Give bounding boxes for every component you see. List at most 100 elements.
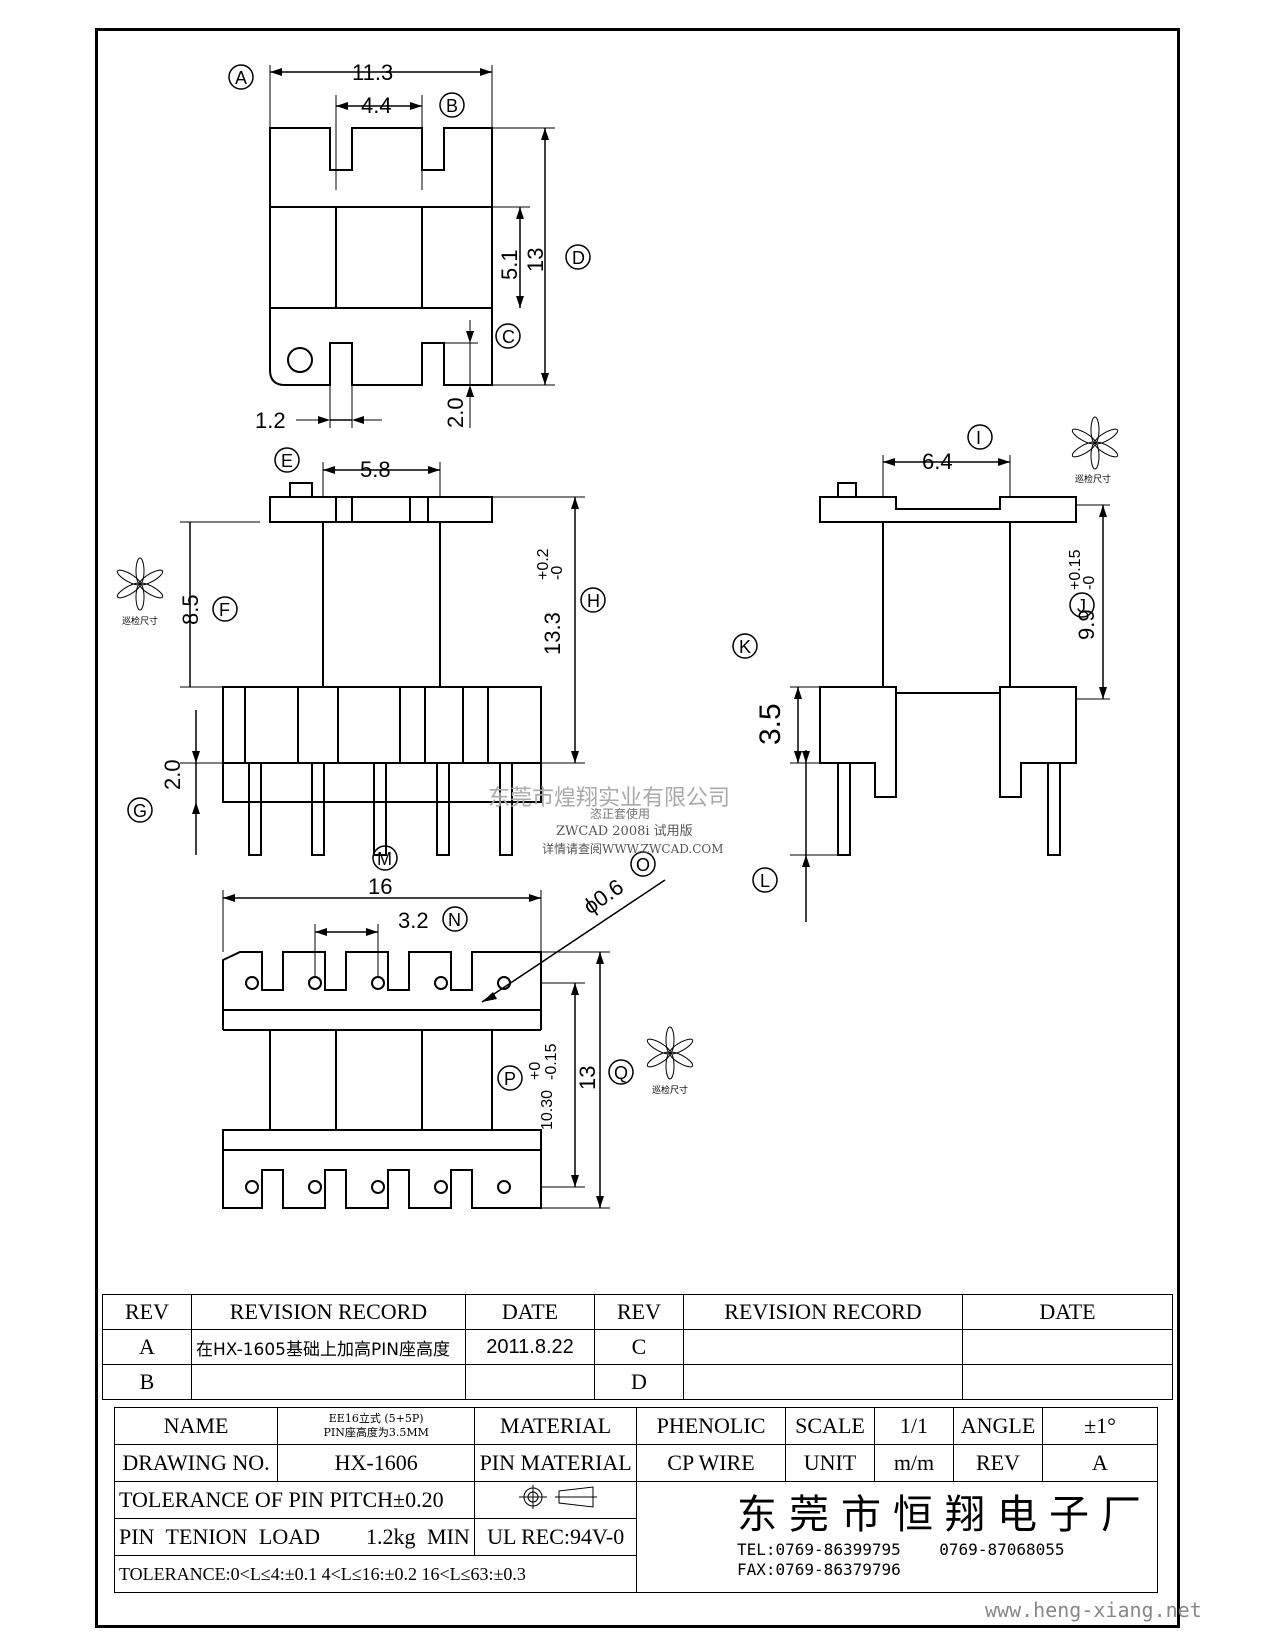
rev-value: A <box>1042 1444 1158 1482</box>
scale-label: SCALE <box>784 1407 875 1445</box>
rev-header: REV <box>102 1294 192 1330</box>
angle-value: ±1° <box>1042 1407 1158 1445</box>
company-cell: 东莞市恒翔电子厂 TEL:0769-86399795 0769-87068055… <box>635 1481 1159 1593</box>
material-value: PHENOLIC <box>635 1407 786 1445</box>
dim-j: 9.9 <box>1074 609 1099 640</box>
symbol-cell <box>474 1481 637 1519</box>
dim-a: 11.3 <box>352 60 393 85</box>
record-header: REVISION RECORD <box>191 1294 466 1330</box>
revision-table: REV REVISION RECORD DATE REV REVISION RE… <box>102 1294 1173 1400</box>
zwcad-watermark-1: 恣正套使用 <box>590 807 651 821</box>
callout-b: B <box>446 96 458 116</box>
name-value-line-2: PIN座高度为3.5MM <box>323 1426 429 1439</box>
date-header: DATE <box>465 1294 595 1330</box>
dimension-arrows <box>192 68 1107 1208</box>
name-label: NAME <box>113 1407 279 1445</box>
rev-cell-2: D <box>594 1364 684 1400</box>
callout-c: C <box>502 327 515 347</box>
website-watermark: www.heng-xiang.net <box>985 1598 1202 1622</box>
top-view <box>269 65 555 428</box>
record-cell <box>191 1364 466 1400</box>
tolerance-table: TOLERANCE:0<L≤4:±0.1 4<L≤16:±0.2 16<L≤63… <box>114 1555 637 1593</box>
side-view <box>790 455 1110 922</box>
dim-e: 5.8 <box>360 457 391 482</box>
callout-f: F <box>219 600 230 620</box>
company-name: 东莞市恒翔电子厂 <box>736 1492 1153 1538</box>
record-cell: 在HX-1605基础上加高PIN座高度 <box>191 1329 466 1365</box>
bottom-view <box>222 879 666 1209</box>
dim-b: 4.4 <box>361 93 392 118</box>
dim-d: 13 <box>523 248 548 272</box>
dim-o: ϕ0.6 <box>579 874 628 919</box>
callout-j: J <box>1077 596 1086 616</box>
table-row: B D <box>102 1364 1173 1400</box>
name-value: EE16立式 (5+5P) PIN座高度为3.5MM <box>277 1407 476 1445</box>
unit-label: UNIT <box>784 1444 875 1482</box>
callout-h: H <box>587 591 600 611</box>
callout-d: D <box>572 248 585 268</box>
callout-g: G <box>133 801 147 821</box>
stamp-label-2: 巡检尺寸 <box>122 615 158 627</box>
rev-label: REV <box>952 1444 1044 1482</box>
dim-j-tol-plus: +0.15 <box>1067 549 1084 590</box>
callout-o: O <box>636 855 650 875</box>
stamp-label-1: 巡检尺寸 <box>1075 473 1111 485</box>
callout-m: M <box>377 849 392 869</box>
dim-window: 5.1 <box>497 249 522 280</box>
callout-circles <box>127 64 1095 1091</box>
dim-q: 13 <box>575 1066 600 1090</box>
dim-h-tol-plus: +0.2 <box>535 548 552 580</box>
front-view <box>180 462 585 856</box>
stamp-label-3: 巡检尺寸 <box>652 1084 688 1096</box>
callout-n: N <box>448 910 461 930</box>
angle-label: ANGLE <box>952 1407 1044 1445</box>
dim-h-tol-minus: -0 <box>549 566 566 580</box>
pin-load: PIN TENION LOAD 1.2kg MIN <box>113 1518 476 1556</box>
dim-p-tol-minus: -0.15 <box>543 1043 560 1080</box>
table-row: A 在HX-1605基础上加高PIN座高度 2011.8.22 C <box>102 1329 1173 1365</box>
date-cell <box>465 1364 595 1400</box>
rev-header-2: REV <box>594 1294 684 1330</box>
pin-load-label: PIN TENION LOAD <box>119 1524 321 1549</box>
zwcad-watermark-3: 详情请查阅WWW.ZWCAD.COM <box>542 842 724 856</box>
rev-cell: B <box>102 1364 192 1400</box>
dim-i: 6.4 <box>922 449 953 474</box>
callout-q: Q <box>614 1063 628 1083</box>
contact-block: TEL:0769-86399795 0769-87068055 FAX:0769… <box>737 1540 1153 1580</box>
rev-cell: A <box>102 1329 192 1365</box>
tel-2: 0769-87068055 <box>939 1540 1065 1559</box>
drawing-no-label: DRAWING NO. <box>113 1444 279 1482</box>
pin-material-value: CP WIRE <box>635 1444 786 1482</box>
record-cell-2 <box>683 1329 963 1365</box>
dim-p-tol-plus: +0 <box>527 1062 544 1080</box>
dim-f: 8.5 <box>178 594 203 625</box>
zwcad-watermark-2: ZWCAD 2008i 试用版 <box>556 824 693 839</box>
ul-rating: UL REC:94V-0 <box>474 1518 637 1556</box>
date-cell: 2011.8.22 <box>465 1329 595 1365</box>
record-cell-2 <box>683 1364 963 1400</box>
date-cell-2 <box>962 1329 1173 1365</box>
title-block: NAME EE16立式 (5+5P) PIN座高度为3.5MM MATERIAL… <box>113 1407 1159 1593</box>
pin-load-value: 1.2kg MIN <box>366 1524 470 1549</box>
dim-c-width: 1.2 <box>255 408 286 433</box>
drawing-frame <box>95 28 1180 1628</box>
callout-i: I <box>976 428 981 448</box>
dim-g: 2.0 <box>160 759 185 790</box>
record-header-2: REVISION RECORD <box>683 1294 963 1330</box>
scale-value: 1/1 <box>873 1407 954 1445</box>
drawing-no-value: HX-1606 <box>277 1444 476 1482</box>
name-value-line-1: EE16立式 (5+5P) <box>328 1412 424 1425</box>
callout-e: E <box>281 451 293 471</box>
callout-l: L <box>760 871 770 891</box>
company-watermark: 东莞市煌翔实业有限公司 <box>488 786 731 811</box>
pin-material-label: PIN MATERIAL <box>474 1444 637 1482</box>
tel-1: TEL:0769-86399795 <box>736 1540 901 1559</box>
date-header-2: DATE <box>962 1294 1173 1330</box>
date-cell-2 <box>962 1364 1173 1400</box>
rev-cell-2: C <box>594 1329 684 1365</box>
material-label: MATERIAL <box>474 1407 637 1445</box>
tolerance-pin-pitch: TOLERANCE OF PIN PITCH±0.20 <box>113 1481 476 1519</box>
callout-a: A <box>235 68 247 88</box>
dim-j-tol-minus: -0 <box>1081 576 1098 590</box>
